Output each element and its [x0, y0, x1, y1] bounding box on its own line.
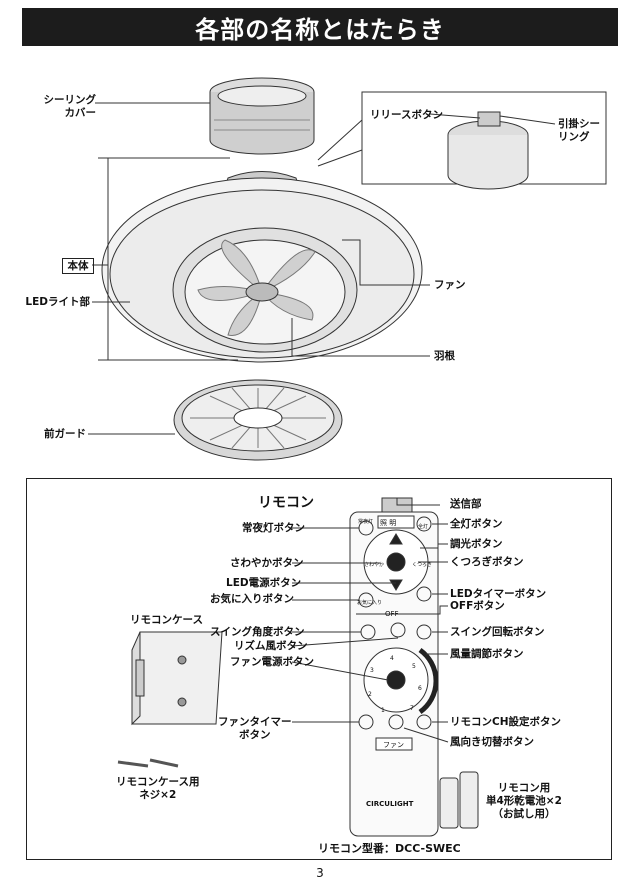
direction-label: 風向き切替ボタン [450, 736, 534, 749]
face-light: 照 明 [380, 517, 396, 530]
remote-model: リモコン型番：DCC-SWEC [318, 842, 461, 855]
face-full: 全灯 [418, 521, 428, 534]
air-volume-label: 風量調節ボタン [450, 648, 524, 661]
face-off: OFF [385, 608, 399, 621]
rhythm-wind-label: リズム風ボタン [234, 640, 308, 653]
face-relax: くつろぎ [412, 559, 432, 572]
face-num-4: 4 [390, 652, 394, 665]
swing-rotate-label: スイング回転ボタン [450, 626, 545, 639]
full-light-label: 全灯ボタン [450, 518, 503, 531]
face-brand: CIRCULIGHT [366, 798, 413, 811]
dimmer-label: 調光ボタン [450, 538, 503, 551]
face-num-3: 3 [370, 664, 374, 677]
night-light-label: 常夜灯ボタン [242, 522, 305, 535]
page-number: 3 [0, 866, 640, 880]
off-label: OFFボタン [450, 600, 505, 613]
fan-power-label: ファン電源ボタン [230, 656, 314, 669]
face-favorite: お気に入り [357, 597, 382, 610]
refresh-label: さわやかボタン [230, 557, 304, 570]
batteries-label: リモコン用単4形乾電池×2（お試し用） [486, 782, 562, 821]
remote-title: リモコン [258, 492, 314, 512]
fan-timer-label: ファンタイマーボタン [218, 716, 292, 742]
ch-setting-label: リモコンCH設定ボタン [450, 716, 561, 729]
favorite-label: お気に入りボタン [210, 593, 294, 606]
face-night: 常夜灯 [358, 516, 373, 529]
face-num-2: 2 [368, 688, 372, 701]
face-num-7: 7 [410, 702, 414, 715]
transmitter-label: 送信部 [450, 498, 482, 511]
face-fan: ファン [383, 739, 404, 752]
face-num-1: 1 [381, 704, 385, 717]
face-num-5: 5 [412, 660, 416, 673]
face-refresh: さわやか [364, 559, 384, 572]
face-num-6: 6 [418, 682, 422, 695]
screws-label: リモコンケース用ネジ×2 [116, 776, 199, 802]
relax-label: くつろぎボタン [450, 556, 524, 569]
remote-case-title: リモコンケース [130, 614, 203, 627]
swing-angle-label: スイング角度ボタン [210, 626, 305, 639]
led-power-label: LED電源ボタン [226, 577, 301, 590]
